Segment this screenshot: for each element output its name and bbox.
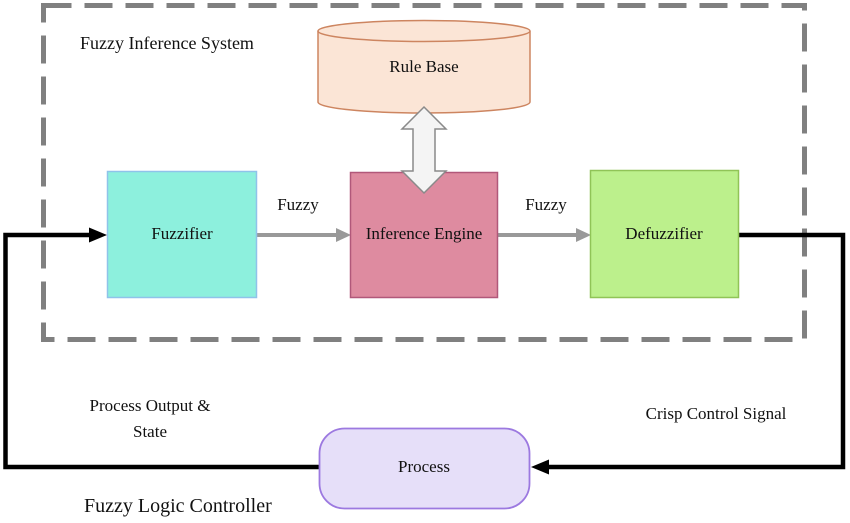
inference-engine-label: Inference Engine: [365, 224, 483, 243]
process-box: [318, 427, 531, 510]
rule-base-label: Rule Base: [389, 57, 459, 76]
process-output-line: [3, 232, 319, 470]
rule-base-cylinder-top: [317, 19, 531, 43]
fis-dashed-boundary: [41, 3, 807, 342]
defuzzifier-box: [589, 169, 740, 299]
fuzzifier-to-inference-arrowhead-icon: [336, 228, 351, 242]
crisp-control-signal-label: Crisp Control Signal: [645, 404, 787, 423]
process-label: Process: [398, 457, 450, 476]
crisp-signal-arrowhead-icon: [531, 459, 549, 475]
defuzzifier-label: Defuzzifier: [625, 224, 703, 243]
rule-base-link-double-arrow-icon: [400, 105, 448, 195]
fuzzifier-box: [106, 170, 258, 299]
fuzzy-edge-label-2: Fuzzy: [525, 195, 567, 214]
process-output-arrowhead-icon: [89, 227, 107, 243]
fuzzy-logic-controller-label: Fuzzy Logic Controller: [84, 495, 272, 517]
fuzzy-edge-label-1: Fuzzy: [277, 195, 319, 214]
process-output-state-label-line2: State: [132, 422, 167, 441]
fis-boundary-label: Fuzzy Inference System: [80, 33, 254, 53]
inference-to-defuzzifier-arrowhead-icon: [576, 228, 591, 242]
fuzzifier-label: Fuzzifier: [151, 224, 213, 243]
process-output-state-label: Process Output & State: [90, 393, 211, 445]
process-output-state-label-line1: Process Output &: [89, 396, 211, 415]
crisp-signal-line: [549, 232, 846, 470]
